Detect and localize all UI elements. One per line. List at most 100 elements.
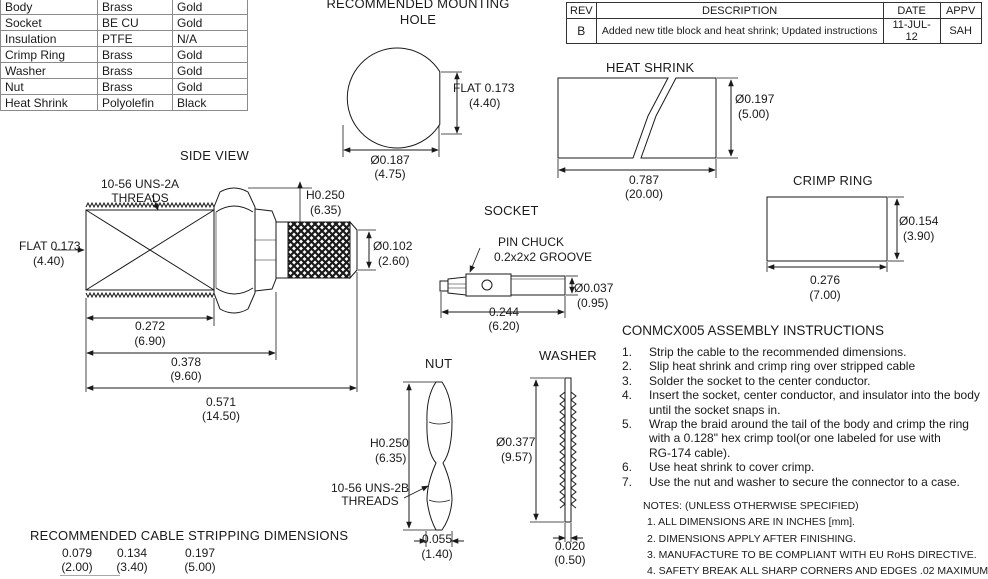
socket-dia-mm: (0.95) xyxy=(577,296,609,310)
side-view-threads-label: 10-56 UNS-2A xyxy=(100,177,180,191)
material-cell: Brass xyxy=(97,62,173,79)
heat-shrink-length-mm: (20.00) xyxy=(624,187,664,201)
step-text: Slip heat shrink and crimp ring over str… xyxy=(649,359,916,374)
material-cell: BE CU xyxy=(97,14,173,31)
part-cell: Crimp Ring xyxy=(0,46,98,63)
note-item: 1. ALL DIMENSIONS ARE IN INCHES [mm]. xyxy=(647,516,855,529)
revision-row: B Added new title block and heat shrink;… xyxy=(566,18,982,44)
material-cell: PTFE xyxy=(97,30,173,47)
strip-dim-label: 0.079 xyxy=(61,546,93,560)
instructions-list: 1. Strip the cable to the recommended di… xyxy=(622,345,980,489)
list-item: 7. Use the nut and washer to secure the … xyxy=(622,475,980,489)
strip-dim-mm: (3.40) xyxy=(116,560,148,574)
notes-title: NOTES: (UNLESS OTHERWISE SPECIFIED) xyxy=(643,500,859,512)
nut-threads-label-line2: THREADS xyxy=(341,494,399,508)
note-item: 2. DIMENSIONS APPLY AFTER FINISHING. xyxy=(647,532,857,545)
date-header: DATE xyxy=(882,2,941,19)
mounting-dia-label: Ø0.187 xyxy=(370,153,410,167)
nut-thick-mm: (1.40) xyxy=(421,547,453,561)
note-item: 4. SAFETY BREAK ALL SHARP CORNERS AND ED… xyxy=(647,565,988,578)
heat-shrink-dia-label: Ø0.197 xyxy=(735,92,775,106)
list-item: 2. Slip heat shrink and crimp ring over … xyxy=(622,359,980,373)
table-row: Body Brass Gold xyxy=(0,0,248,15)
finish-cell: Gold xyxy=(172,14,248,31)
side-view-title: SIDE VIEW xyxy=(180,148,249,163)
socket-length-mm: (6.20) xyxy=(488,319,520,333)
mounting-hole-title: RECOMMENDED MOUNTING xyxy=(326,0,510,11)
appv-header: APPV xyxy=(939,2,982,19)
mounting-hole-title-line2: HOLE xyxy=(399,12,437,27)
description-header: DESCRIPTION xyxy=(595,2,884,19)
socket-length-label: 0.244 xyxy=(488,305,520,319)
heat-shrink-dia-mm: (5.00) xyxy=(738,107,770,121)
crimp-ring-title: CRIMP RING xyxy=(793,173,873,188)
strip-dim-mm: (5.00) xyxy=(184,560,216,574)
crimp-ring-length-label: 0.276 xyxy=(809,273,841,287)
strip-dim-label: 0.197 xyxy=(184,546,216,560)
nut-title: NUT xyxy=(425,356,453,371)
finish-cell: Gold xyxy=(172,78,248,95)
side-view-dim1-mm: (6.90) xyxy=(134,334,166,348)
mounting-hole-shape xyxy=(342,47,462,157)
appv-cell: SAH xyxy=(939,18,982,44)
material-cell: Brass xyxy=(97,46,173,63)
pin-chuck-label: PIN CHUCK xyxy=(498,235,565,249)
part-cell: Insulation xyxy=(0,30,98,47)
socket-dia-label: Ø0.037 xyxy=(574,281,614,295)
side-view-shape xyxy=(54,181,376,392)
step-number: 6. xyxy=(622,460,633,475)
crimp-ring-dia-mm: (3.90) xyxy=(903,229,935,243)
finish-cell: Gold xyxy=(172,46,248,63)
list-item: 3. Solder the socket to the center condu… xyxy=(622,374,980,388)
groove-label: 0.2x2x2 GROOVE xyxy=(494,250,593,264)
step-text: Strip the cable to the recommended dimen… xyxy=(649,345,907,359)
cable-stripping-title: RECOMMENDED CABLE STRIPPING DIMENSIONS xyxy=(30,528,349,543)
side-view-tail-dia-mm: (2.60) xyxy=(378,254,410,268)
step-text: Solder the socket to the center conducto… xyxy=(649,373,871,388)
rev-header: REV xyxy=(566,2,597,19)
table-row: Insulation PTFE N/A xyxy=(0,30,248,47)
part-cell: Nut xyxy=(0,78,98,95)
nut-thick-label: 0.055 xyxy=(421,532,453,546)
step-number: 2. xyxy=(622,359,633,374)
strip-dim-label: 0.134 xyxy=(116,546,148,560)
finish-cell: Gold xyxy=(172,62,248,79)
crimp-ring-length-mm: (7.00) xyxy=(809,288,841,302)
table-row: Heat Shrink Polyolefin Black xyxy=(0,94,248,111)
side-view-flat-mm: (4.40) xyxy=(33,254,65,268)
step-number: 4. xyxy=(622,388,633,403)
list-item: 4. Insert the socket, center conductor, … xyxy=(622,388,980,417)
step-number: 5. xyxy=(622,417,633,432)
washer-dia-mm: (9.57) xyxy=(501,450,533,464)
nut-hex-label: H0.250 xyxy=(370,436,409,450)
finish-cell: N/A xyxy=(172,30,248,47)
socket-title: SOCKET xyxy=(484,203,539,218)
step-text-line2: with a 0.128" hex crimp tool(or one labe… xyxy=(649,431,941,446)
step-text-line3: RG-174 cable). xyxy=(649,445,731,460)
step-text-line2: until the socket snaps in. xyxy=(649,402,781,417)
materials-table-body: Body Brass Gold Socket BE CU Gold Insula… xyxy=(0,0,248,111)
nut-threads-label: 10-56 UNS-2B xyxy=(330,481,410,495)
list-item: 1. Strip the cable to the recommended di… xyxy=(622,345,980,359)
material-cell: Brass xyxy=(97,0,173,15)
mounting-flat-label: FLAT 0.173 xyxy=(453,81,515,95)
washer-dia-label: Ø0.377 xyxy=(496,435,536,449)
washer-title: WASHER xyxy=(539,348,597,363)
list-item: 6. Use heat shrink to cover crimp. xyxy=(622,460,980,474)
crimp-ring-shape xyxy=(766,196,904,272)
part-cell: Socket xyxy=(0,14,98,31)
step-number: 7. xyxy=(622,474,633,489)
crimp-ring-dia-label: Ø0.154 xyxy=(899,214,939,228)
washer-thick-label: 0.020 xyxy=(554,539,586,553)
table-row: Socket BE CU Gold xyxy=(0,14,248,31)
heat-shrink-length-label: 0.787 xyxy=(628,173,660,187)
table-row: Nut Brass Gold xyxy=(0,78,248,95)
instructions-title: CONMCX005 ASSEMBLY INSTRUCTIONS xyxy=(622,323,885,338)
part-cell: Body xyxy=(0,0,98,15)
side-view-dim3-label: 0.571 xyxy=(205,395,237,409)
revision-header-row: REV DESCRIPTION DATE APPV xyxy=(566,2,982,19)
step-text: Use the nut and washer to secure the con… xyxy=(649,474,960,489)
step-text: Insert the socket, center conductor, and… xyxy=(649,388,980,403)
side-view-hex-label: H0.250 xyxy=(306,188,345,202)
